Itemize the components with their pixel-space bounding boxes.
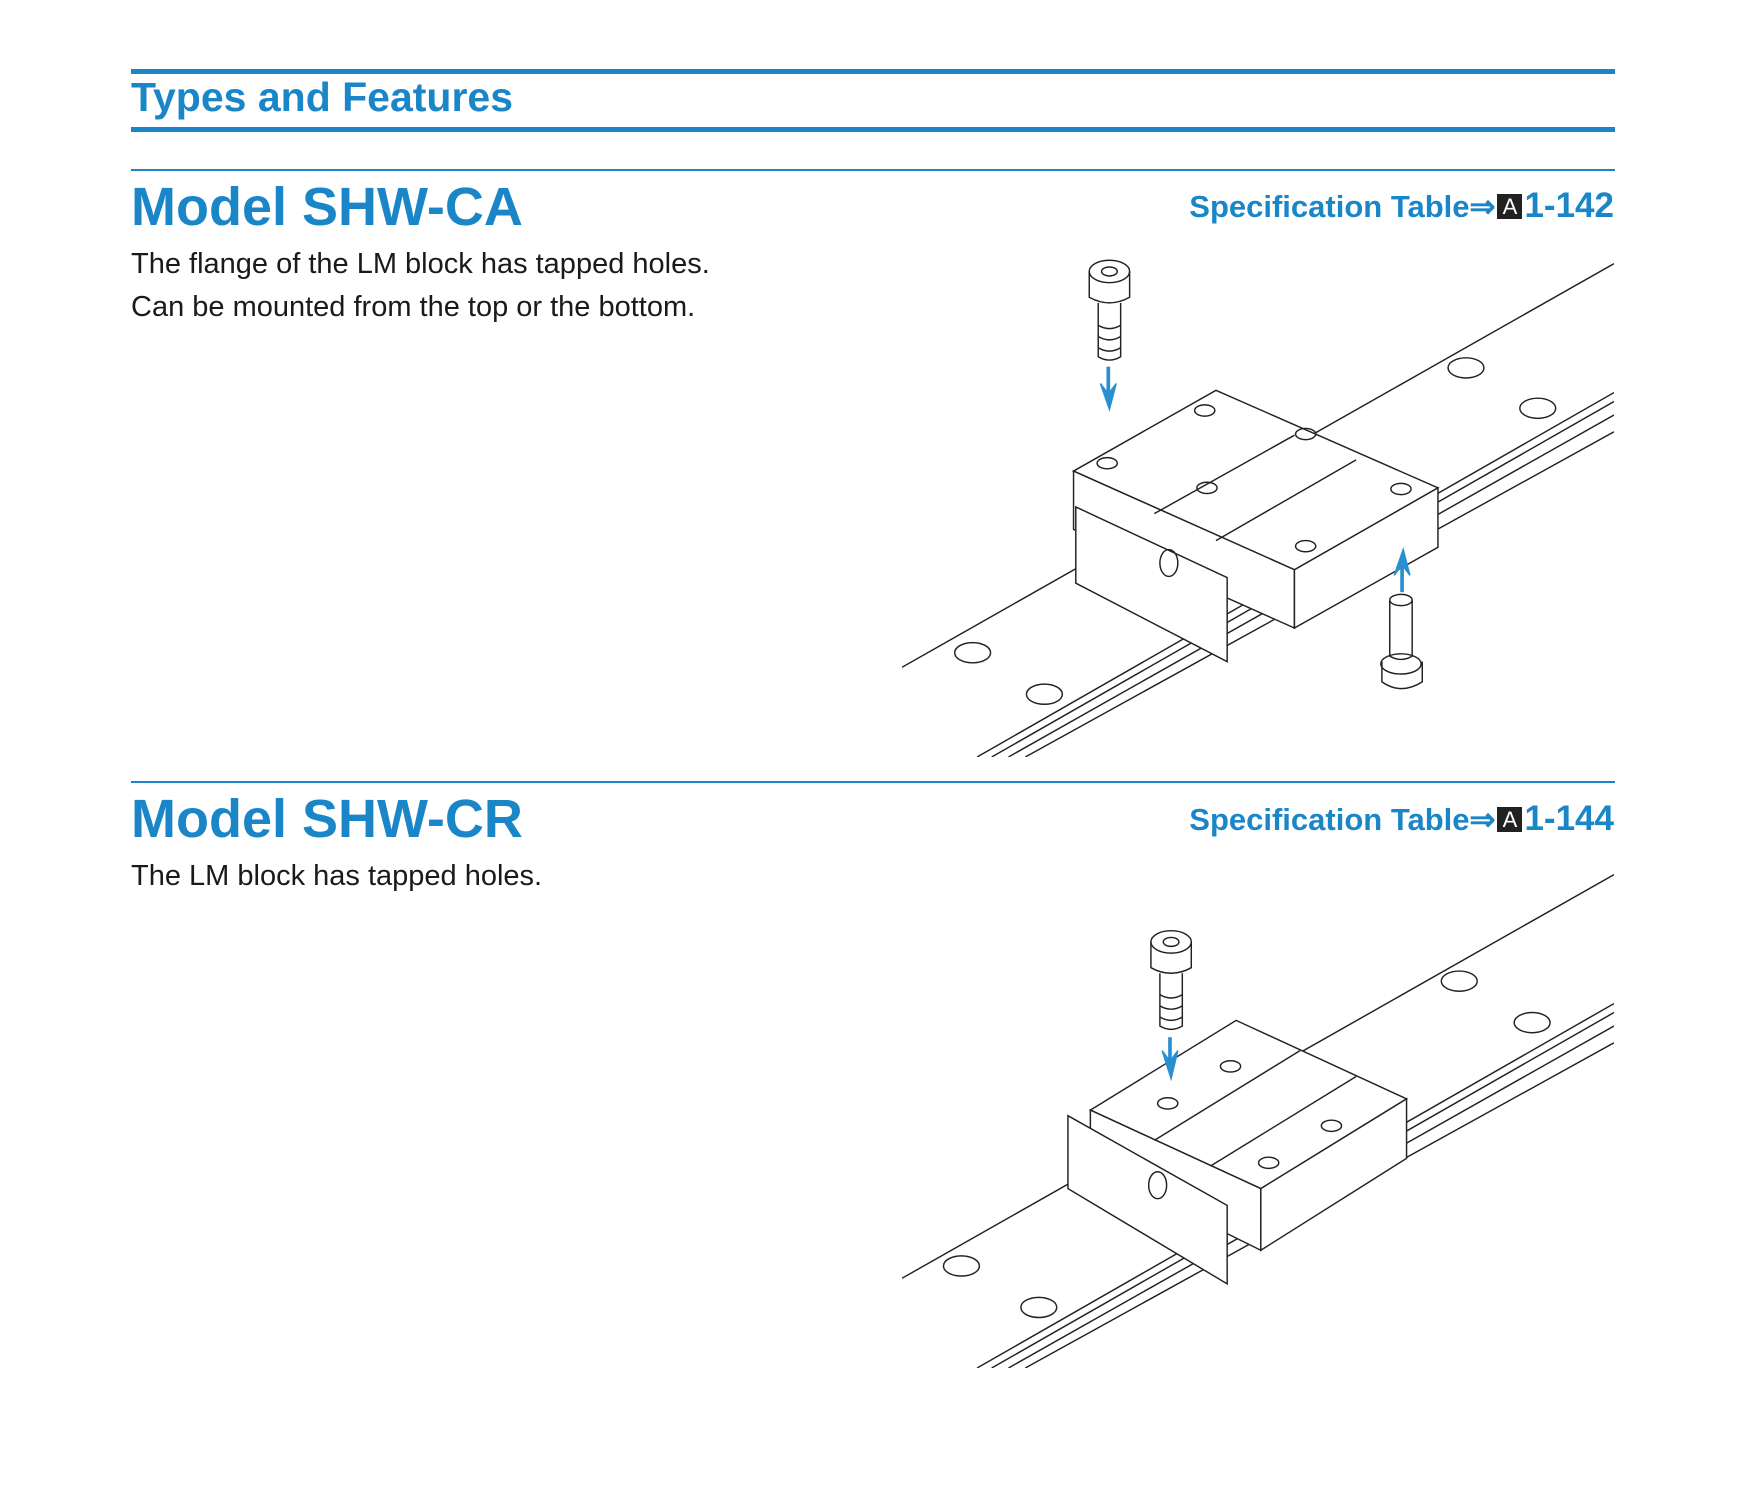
model-title: Model SHW-CA — [131, 177, 523, 237]
section-a-badge: A — [1497, 194, 1523, 219]
header-top-rule — [131, 69, 1615, 74]
model-description: The flange of the LM block has tapped ho… — [131, 243, 710, 329]
lm-guide-illustration-cr — [902, 873, 1614, 1368]
screw-icon — [1150, 929, 1193, 1031]
section-rule — [131, 169, 1615, 171]
description-line: Can be mounted from the top or the botto… — [131, 291, 696, 323]
lm-guide-illustration-ca — [902, 259, 1614, 757]
spec-page: 1-144 — [1524, 799, 1614, 838]
model-title: Model SHW-CR — [131, 789, 523, 849]
header-bottom-rule — [131, 127, 1615, 132]
page-title: Types and Features — [131, 74, 514, 120]
section-a-badge: A — [1497, 807, 1523, 832]
section-rule — [131, 781, 1615, 783]
spec-page: 1-142 — [1524, 186, 1614, 225]
description-line: The flange of the LM block has tapped ho… — [131, 248, 710, 280]
screw-icon — [1088, 259, 1131, 361]
spec-label: Specification Table⇒ — [1189, 802, 1496, 837]
screw-icon — [1380, 593, 1423, 690]
model-description: The LM block has tapped holes. — [131, 855, 542, 898]
spec-label: Specification Table⇒ — [1189, 189, 1496, 224]
description-line: The LM block has tapped holes. — [131, 860, 543, 892]
